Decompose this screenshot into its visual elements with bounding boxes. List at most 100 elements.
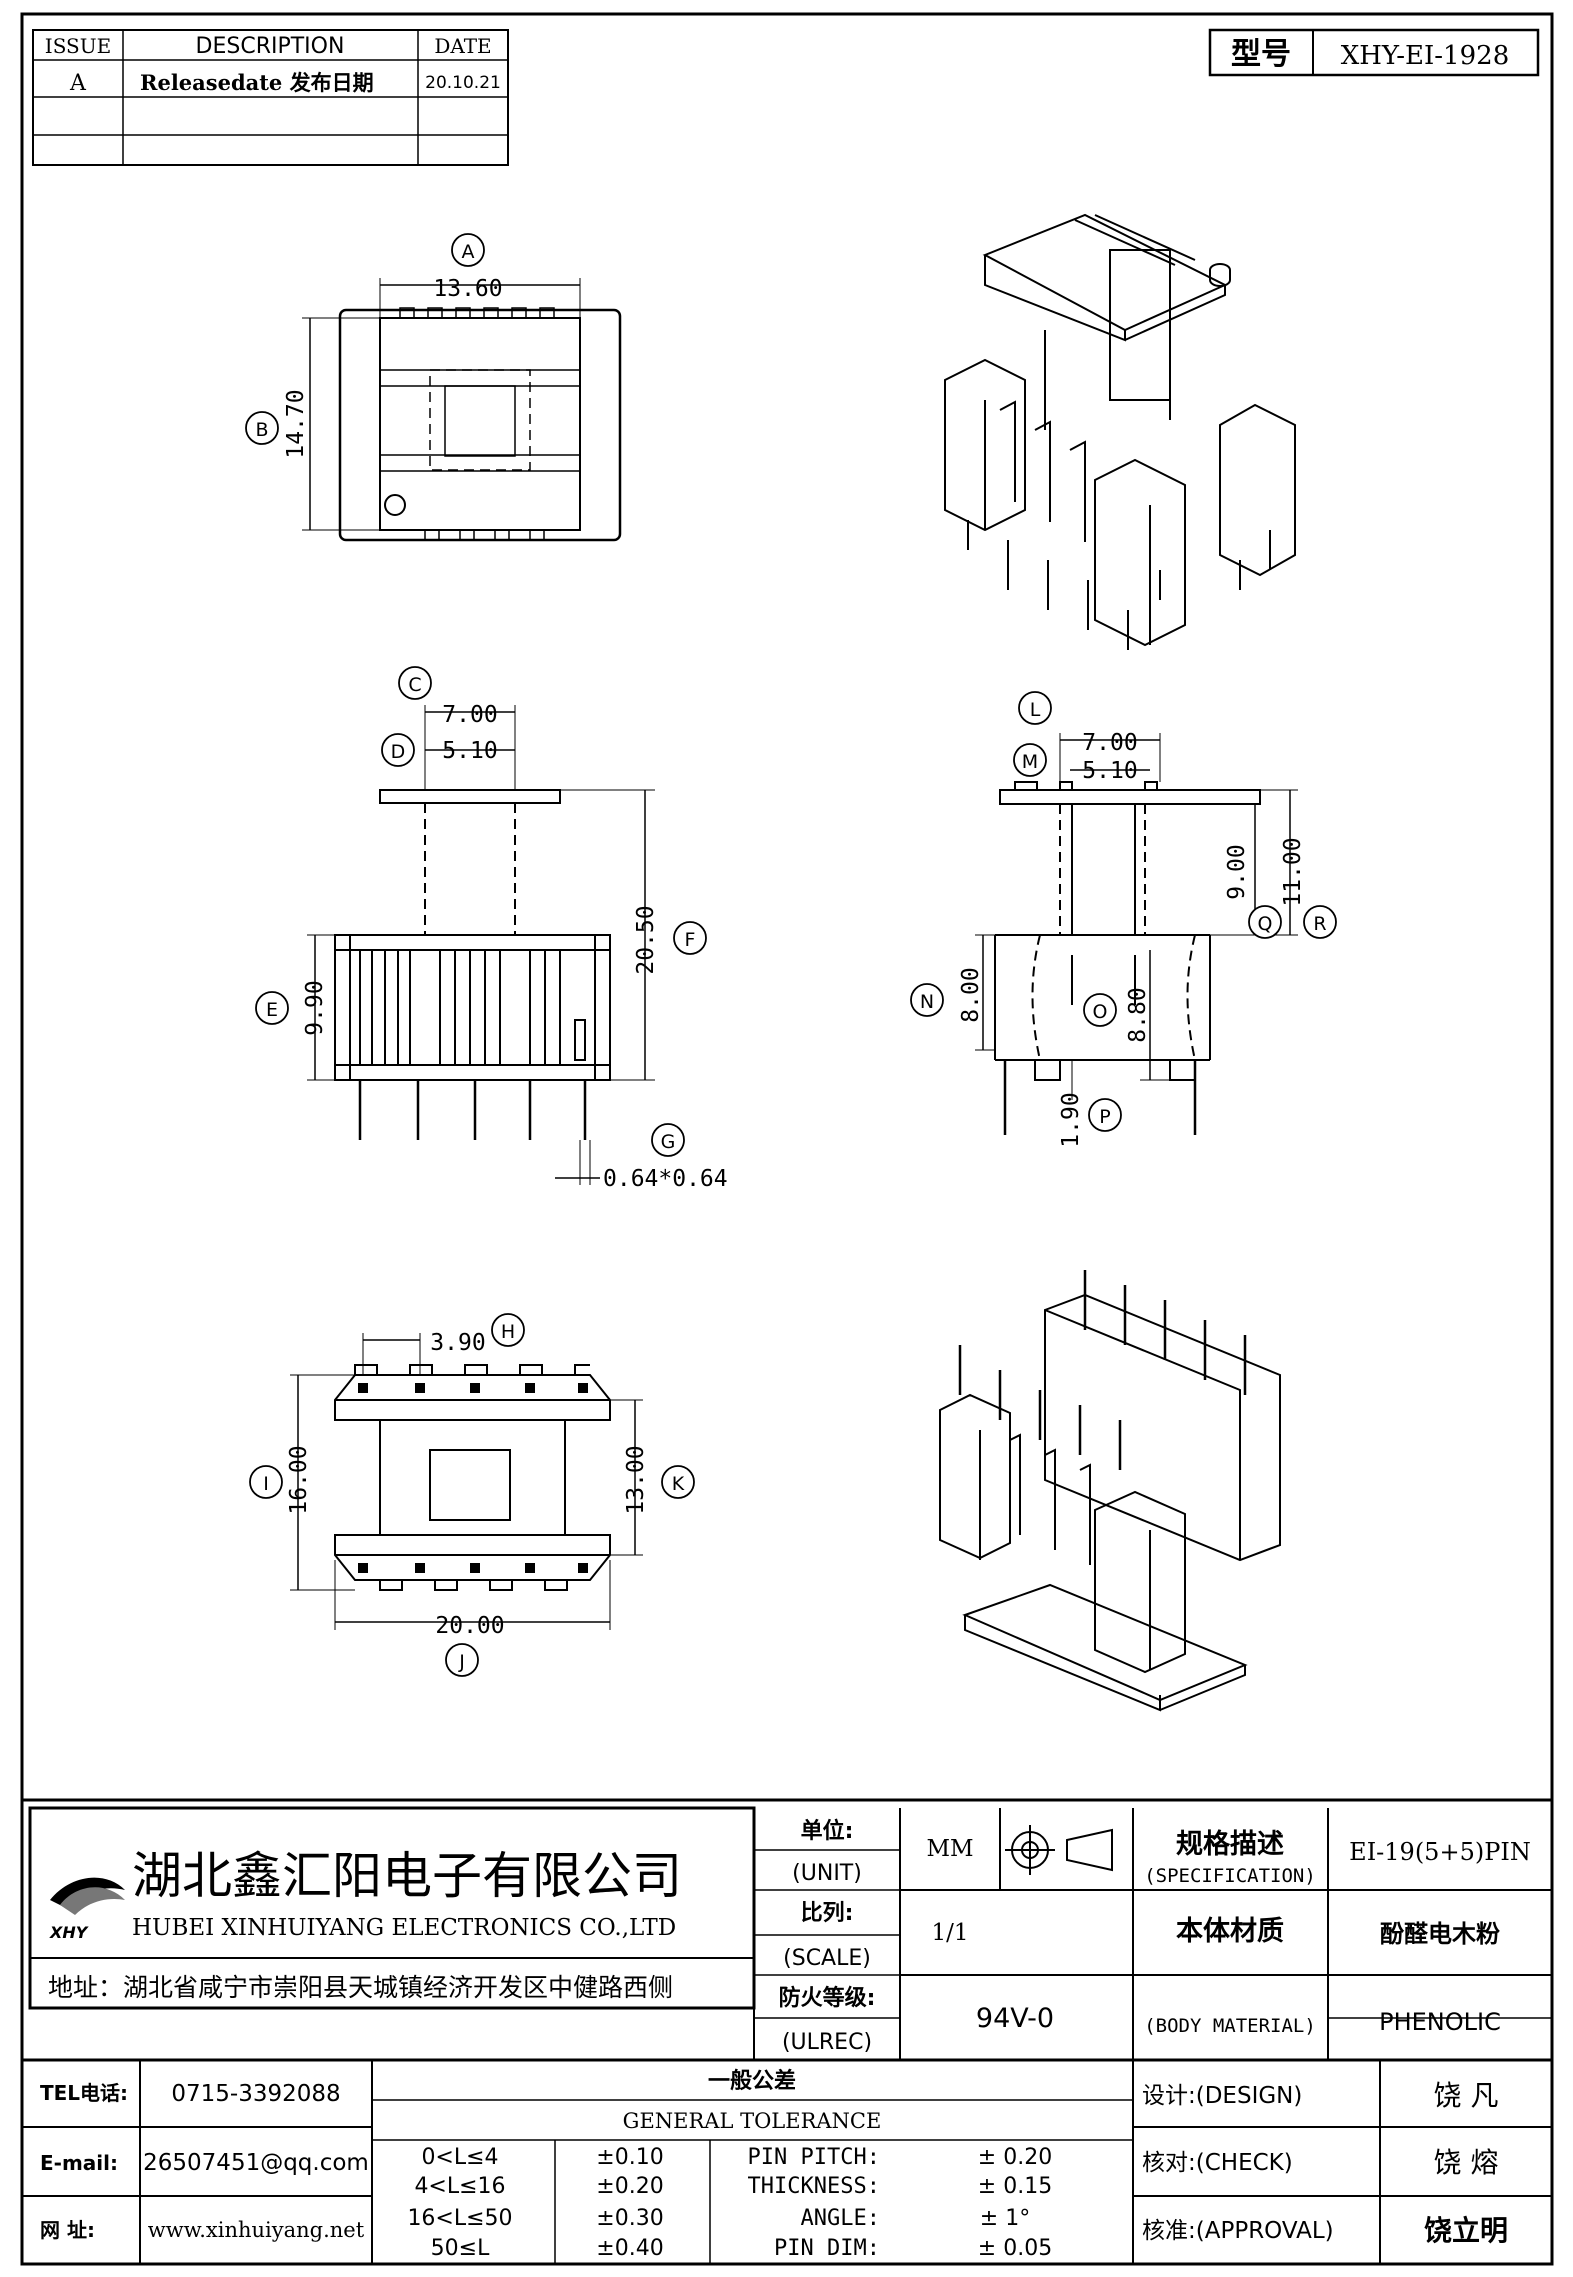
dim-a: 13.60 (433, 276, 502, 302)
dim-o: 8.80 (1125, 987, 1151, 1042)
model-value: XHY-EI-1928 (1341, 41, 1509, 71)
design-label: 设计:(DESIGN) (1142, 2083, 1302, 2109)
dim-q: 9.00 (1224, 844, 1250, 899)
email-label: E-mail: (40, 2151, 118, 2175)
company-logo: XHY (49, 1877, 125, 1942)
bottom-view-drawing (334, 1364, 611, 1591)
check-label: 核对:(CHECK) (1142, 2150, 1293, 2176)
tolerance-title-en: GENERAL TOLERANCE (623, 2109, 882, 2133)
dim-m: 5.10 (1082, 758, 1137, 784)
callout-e: E (266, 999, 278, 1021)
pin-dim-label: PIN DIM: (774, 2236, 880, 2261)
dim-p: 1.90 (1058, 1092, 1084, 1147)
fire-label-en: (ULREC) (782, 2030, 872, 2055)
tolerance-range-2: 4<L≤16 (414, 2174, 505, 2199)
callout-b: B (255, 419, 268, 441)
callout-o: O (1093, 1001, 1108, 1023)
dim-c: 7.00 (442, 702, 497, 728)
callout-p: P (1099, 1106, 1110, 1128)
rev-date-a: 20.10.21 (425, 73, 501, 93)
callout-a: A (462, 241, 475, 263)
approval-label: 核准:(APPROVAL) (1142, 2218, 1334, 2244)
material-value-cn: 酚醛电木粉 (1380, 1920, 1500, 1948)
tolerance-range-3: 16<L≤50 (407, 2206, 512, 2231)
rev-header-issue: ISSUE (45, 34, 111, 58)
callout-m: M (1022, 751, 1038, 773)
dimension-lines-c-d-e-f-g (307, 705, 655, 1185)
approval-name: 饶立明 (1424, 2214, 1508, 2247)
thickness-value: ± 0.15 (978, 2174, 1052, 2199)
dim-i: 16.00 (286, 1445, 312, 1514)
callout-r: R (1313, 913, 1326, 935)
scale-value: 1/1 (931, 1920, 968, 1946)
email-value: 26507451@qq.com (143, 2150, 369, 2176)
fire-label-cn: 防火等级: (779, 1985, 876, 2011)
fire-rating-value: 94V-0 (976, 2003, 1054, 2034)
unit-value: MM (926, 1836, 973, 1862)
tolerance-value-1: ±0.10 (596, 2145, 663, 2170)
tolerance-value-2: ±0.20 (596, 2174, 663, 2199)
callout-j: J (458, 1651, 465, 1673)
design-name: 饶 凡 (1434, 2079, 1499, 2112)
tel-value: 0715-3392088 (171, 2081, 340, 2107)
tolerance-range-1: 0<L≤4 (421, 2145, 498, 2170)
company-name-cn: 湖北鑫汇阳电子有限公司 (132, 1847, 682, 1905)
dim-d: 5.10 (442, 738, 497, 764)
bottom-view-pins (358, 1383, 588, 1573)
dimension-lines-a-b (302, 278, 581, 531)
dim-g: 0.64*0.64 (603, 1166, 728, 1192)
tolerance-title-cn: 一般公差 (708, 2068, 796, 2094)
dim-r: 11.00 (1280, 837, 1306, 906)
rev-header-date: DATE (434, 34, 491, 58)
callout-c: C (408, 674, 421, 696)
material-label-cn: 本体材质 (1176, 1916, 1284, 1947)
pin-pitch-label: PIN PITCH: (748, 2145, 880, 2170)
callout-h: H (501, 1321, 515, 1343)
model-label: 型号 (1231, 37, 1291, 72)
pin-dim-value: ± 0.05 (978, 2236, 1052, 2261)
material-label-en: (BODY MATERIAL) (1144, 2015, 1316, 2037)
isometric-view-top (944, 213, 1296, 650)
dim-f: 20.50 (633, 905, 659, 974)
tel-label: TEL电话: (40, 2081, 128, 2105)
dim-j: 20.00 (435, 1613, 504, 1639)
angle-label: ANGLE: (801, 2206, 880, 2231)
company-name-en: HUBEI XINHUIYANG ELECTRONICS CO.,LTD (132, 1915, 676, 1941)
callout-l: L (1030, 699, 1041, 721)
spec-label-en: (SPECIFICATION) (1144, 1865, 1316, 1887)
check-name: 饶 熔 (1434, 2146, 1499, 2179)
web-label: 网 址: (40, 2218, 95, 2242)
tolerance-value-4: ±0.40 (596, 2236, 663, 2261)
spec-label-cn: 规格描述 (1176, 1829, 1284, 1860)
dim-n: 8.00 (958, 967, 984, 1022)
callout-i: I (263, 1473, 269, 1495)
front-view-drawing (334, 789, 611, 1140)
callout-k: K (672, 1473, 685, 1495)
callout-q: Q (1258, 913, 1273, 935)
unit-label-en: (UNIT) (792, 1861, 862, 1886)
scale-label-en: (SCALE) (783, 1946, 871, 1971)
material-value-en: PHENOLIC (1379, 2008, 1501, 2036)
tolerance-value-3: ±0.30 (596, 2206, 663, 2231)
scale-label-cn: 比列: (801, 1901, 854, 1926)
web-value: www.xinhuiyang.net (148, 2218, 365, 2242)
company-address: 地址：湖北省咸宁市崇阳县天城镇经济开发区中健路西侧 (48, 1973, 673, 2002)
callout-n: N (920, 991, 934, 1013)
dim-b: 14.70 (283, 389, 309, 458)
title-block-grid (22, 1806, 1552, 2264)
revision-table: ISSUE DESCRIPTION DATE A Releasedate 发布日… (32, 29, 509, 166)
pin-pitch-value: ± 0.20 (978, 2145, 1052, 2170)
callout-g: G (661, 1131, 676, 1153)
rev-issue-a: A (69, 71, 87, 96)
rev-header-description: DESCRIPTION (196, 34, 345, 59)
tolerance-range-4: 50≤L (431, 2236, 490, 2261)
unit-label-cn: 单位: (801, 1818, 854, 1844)
top-view-drawing (338, 307, 622, 542)
dim-l: 7.00 (1082, 730, 1137, 756)
angle-value: ± 1° (980, 2206, 1030, 2231)
isometric-view-bottom (939, 1270, 1281, 1712)
dimension-lines-h-i-j-k (290, 1333, 643, 1630)
dim-h: 3.90 (430, 1330, 485, 1356)
dim-k: 13.00 (623, 1445, 649, 1514)
dim-e: 9.90 (302, 980, 328, 1035)
